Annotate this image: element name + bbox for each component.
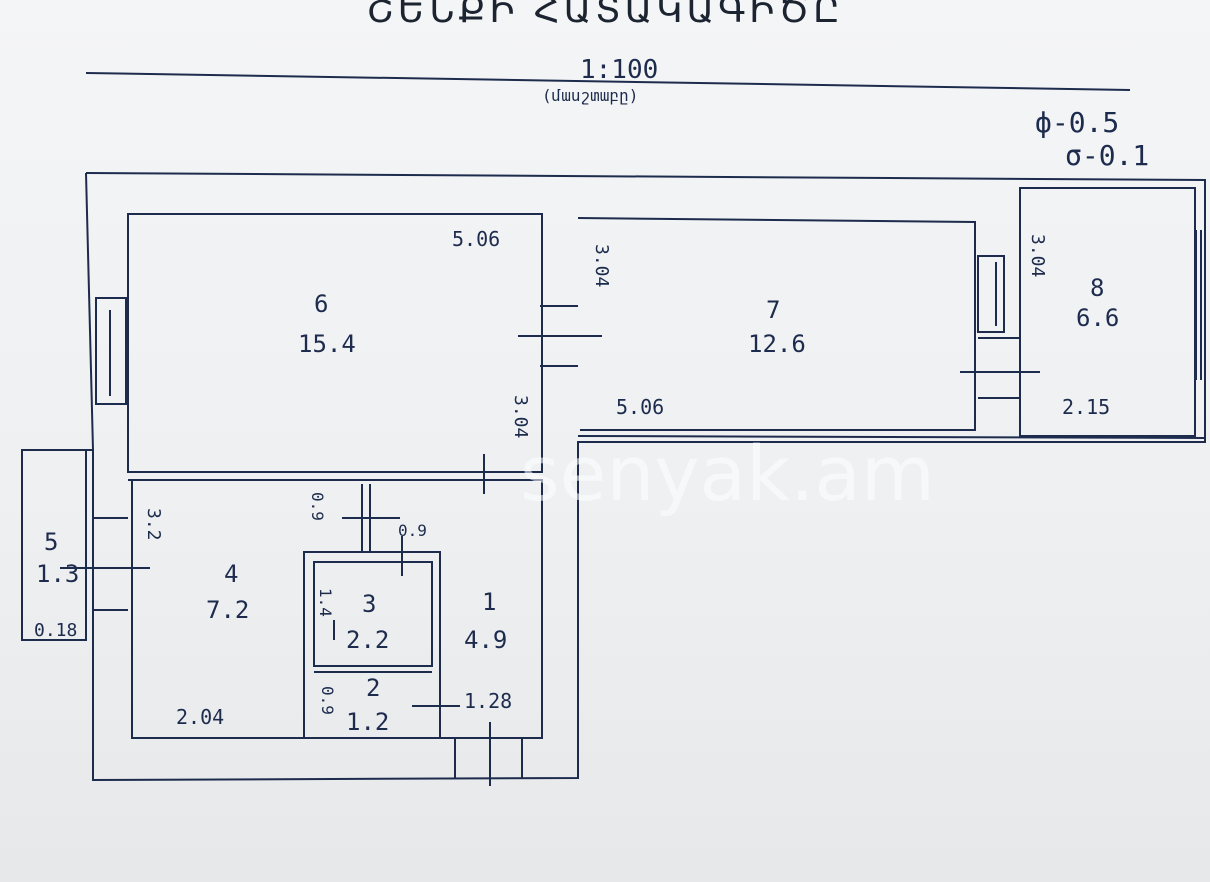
- room-7-walls: [577, 217, 976, 431]
- room-1-area: 4.9: [464, 626, 507, 654]
- room-1-number: 1: [482, 588, 496, 616]
- outer-wall-left: [85, 172, 94, 451]
- room-5-area: 1.3: [36, 560, 79, 588]
- dim-room7-height: 3.04: [591, 244, 612, 287]
- room-6-number: 6: [314, 290, 328, 318]
- room-2-area: 1.2: [346, 708, 389, 736]
- note-line-1: ф-0.5: [1035, 106, 1119, 139]
- scale-label: 1:100: [580, 55, 658, 85]
- room-7-bottom-wall: [577, 435, 1206, 439]
- dim-small-c: 1.4: [316, 588, 335, 617]
- dim-small-d: 0.9: [318, 686, 337, 715]
- window-room-7: [977, 255, 1005, 333]
- room-5-number: 5: [44, 528, 58, 556]
- room-7-area: 12.6: [748, 330, 806, 358]
- scale-caption: (մասշտաբը): [542, 86, 638, 105]
- room-5-walls: [21, 449, 87, 641]
- plan-title: ՇԵՆՔԻ ՀԱՏԱԿԱԳԻԾԸ: [366, 0, 844, 31]
- dim-room6-width: 5.06: [452, 227, 500, 251]
- dim-room4-width: 2.04: [176, 705, 224, 729]
- dim-room7-width: 5.06: [616, 395, 664, 419]
- window-room-6: [95, 297, 127, 405]
- room-7-number: 7: [766, 296, 780, 324]
- dim-small-a: 0.9: [308, 492, 327, 521]
- dim-room8-height: 3.04: [1027, 234, 1048, 277]
- dim-small-b: 0.9: [398, 521, 427, 540]
- room-4-number: 4: [224, 560, 238, 588]
- watermark: senyak.am: [520, 429, 935, 518]
- header-rule: [85, 72, 1131, 91]
- dim-room6-height: 3.04: [510, 395, 531, 438]
- room-8-number: 8: [1090, 274, 1104, 302]
- watermark-text: senyak.am: [520, 429, 935, 518]
- room-3-number: 3: [362, 590, 376, 618]
- dimension-labels: 5.06 5.06 2.15 3.04 3.04 3.04 2.04 3.2 1…: [34, 227, 1110, 729]
- room-6-area: 15.4: [298, 330, 356, 358]
- dim-room4-height: 3.2: [143, 508, 164, 541]
- dim-room5-depth: 0.18: [34, 620, 77, 641]
- room-3-area: 2.2: [346, 626, 389, 654]
- dim-room1-width: 1.28: [464, 689, 512, 713]
- dim-room8-width: 2.15: [1062, 395, 1110, 419]
- room-8-area: 6.6: [1076, 304, 1119, 332]
- room-2-number: 2: [366, 674, 380, 702]
- room-4-area: 7.2: [206, 596, 249, 624]
- room-3-2-block: [303, 551, 441, 739]
- room-3-walls: [313, 561, 433, 667]
- room-labels: 6 15.4 7 12.6 8 6.6 5 1.3 4 7.2 3 2.2 1 …: [36, 274, 1119, 736]
- note-line-2: σ-0.1: [1065, 139, 1149, 172]
